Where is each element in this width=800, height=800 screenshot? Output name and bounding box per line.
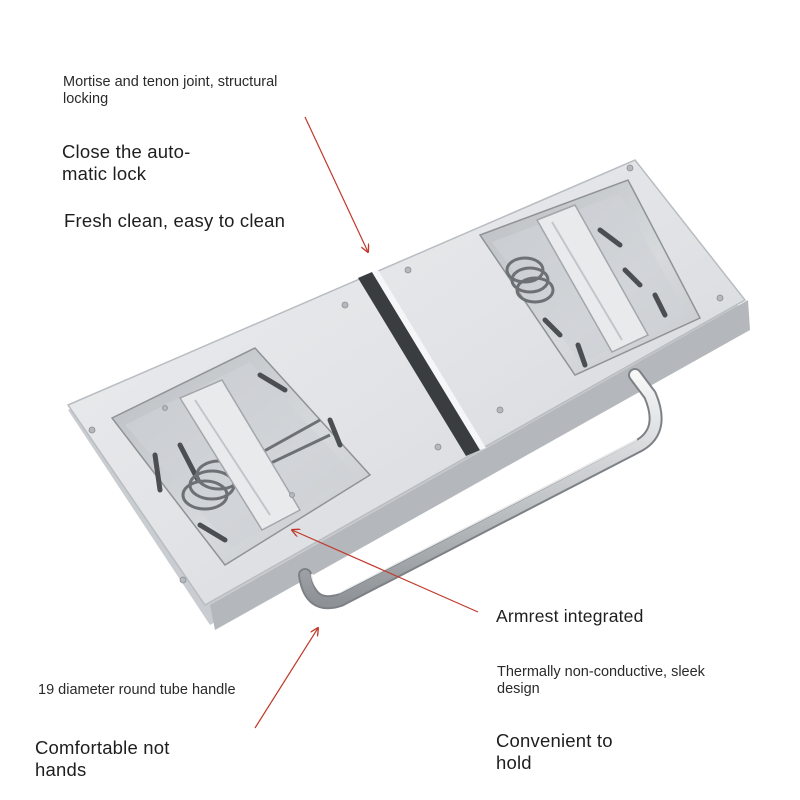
round-tube-handle (298, 368, 663, 610)
mortise-tenon-label: Mortise and tenon joint, structural lock… (63, 74, 278, 108)
left-compartment (110, 347, 372, 566)
annotation-arrows (254, 116, 479, 729)
left-lock-clip (178, 379, 302, 531)
fresh-clean-label: Fresh clean, easy to clean (64, 210, 286, 231)
arrow-to-clip (292, 530, 479, 613)
right-lock-clip (535, 204, 650, 353)
rivets (88, 164, 724, 584)
convenient-label: Convenient to hold (496, 730, 613, 774)
comfortable-label: Comfortable not hands (35, 737, 170, 781)
arrow-to-hinge (304, 116, 368, 252)
right-compartment (478, 179, 702, 376)
armrest-label: Armrest integrated (496, 606, 644, 626)
thermal-label: Thermally non-conductive, sleek design (497, 664, 705, 698)
auto-lock-label: Close the auto- matic lock (62, 141, 191, 185)
tube-handle-label: 19 diameter round tube handle (38, 682, 236, 698)
right-coil-spring (505, 256, 555, 304)
arrow-to-handle (254, 628, 318, 729)
